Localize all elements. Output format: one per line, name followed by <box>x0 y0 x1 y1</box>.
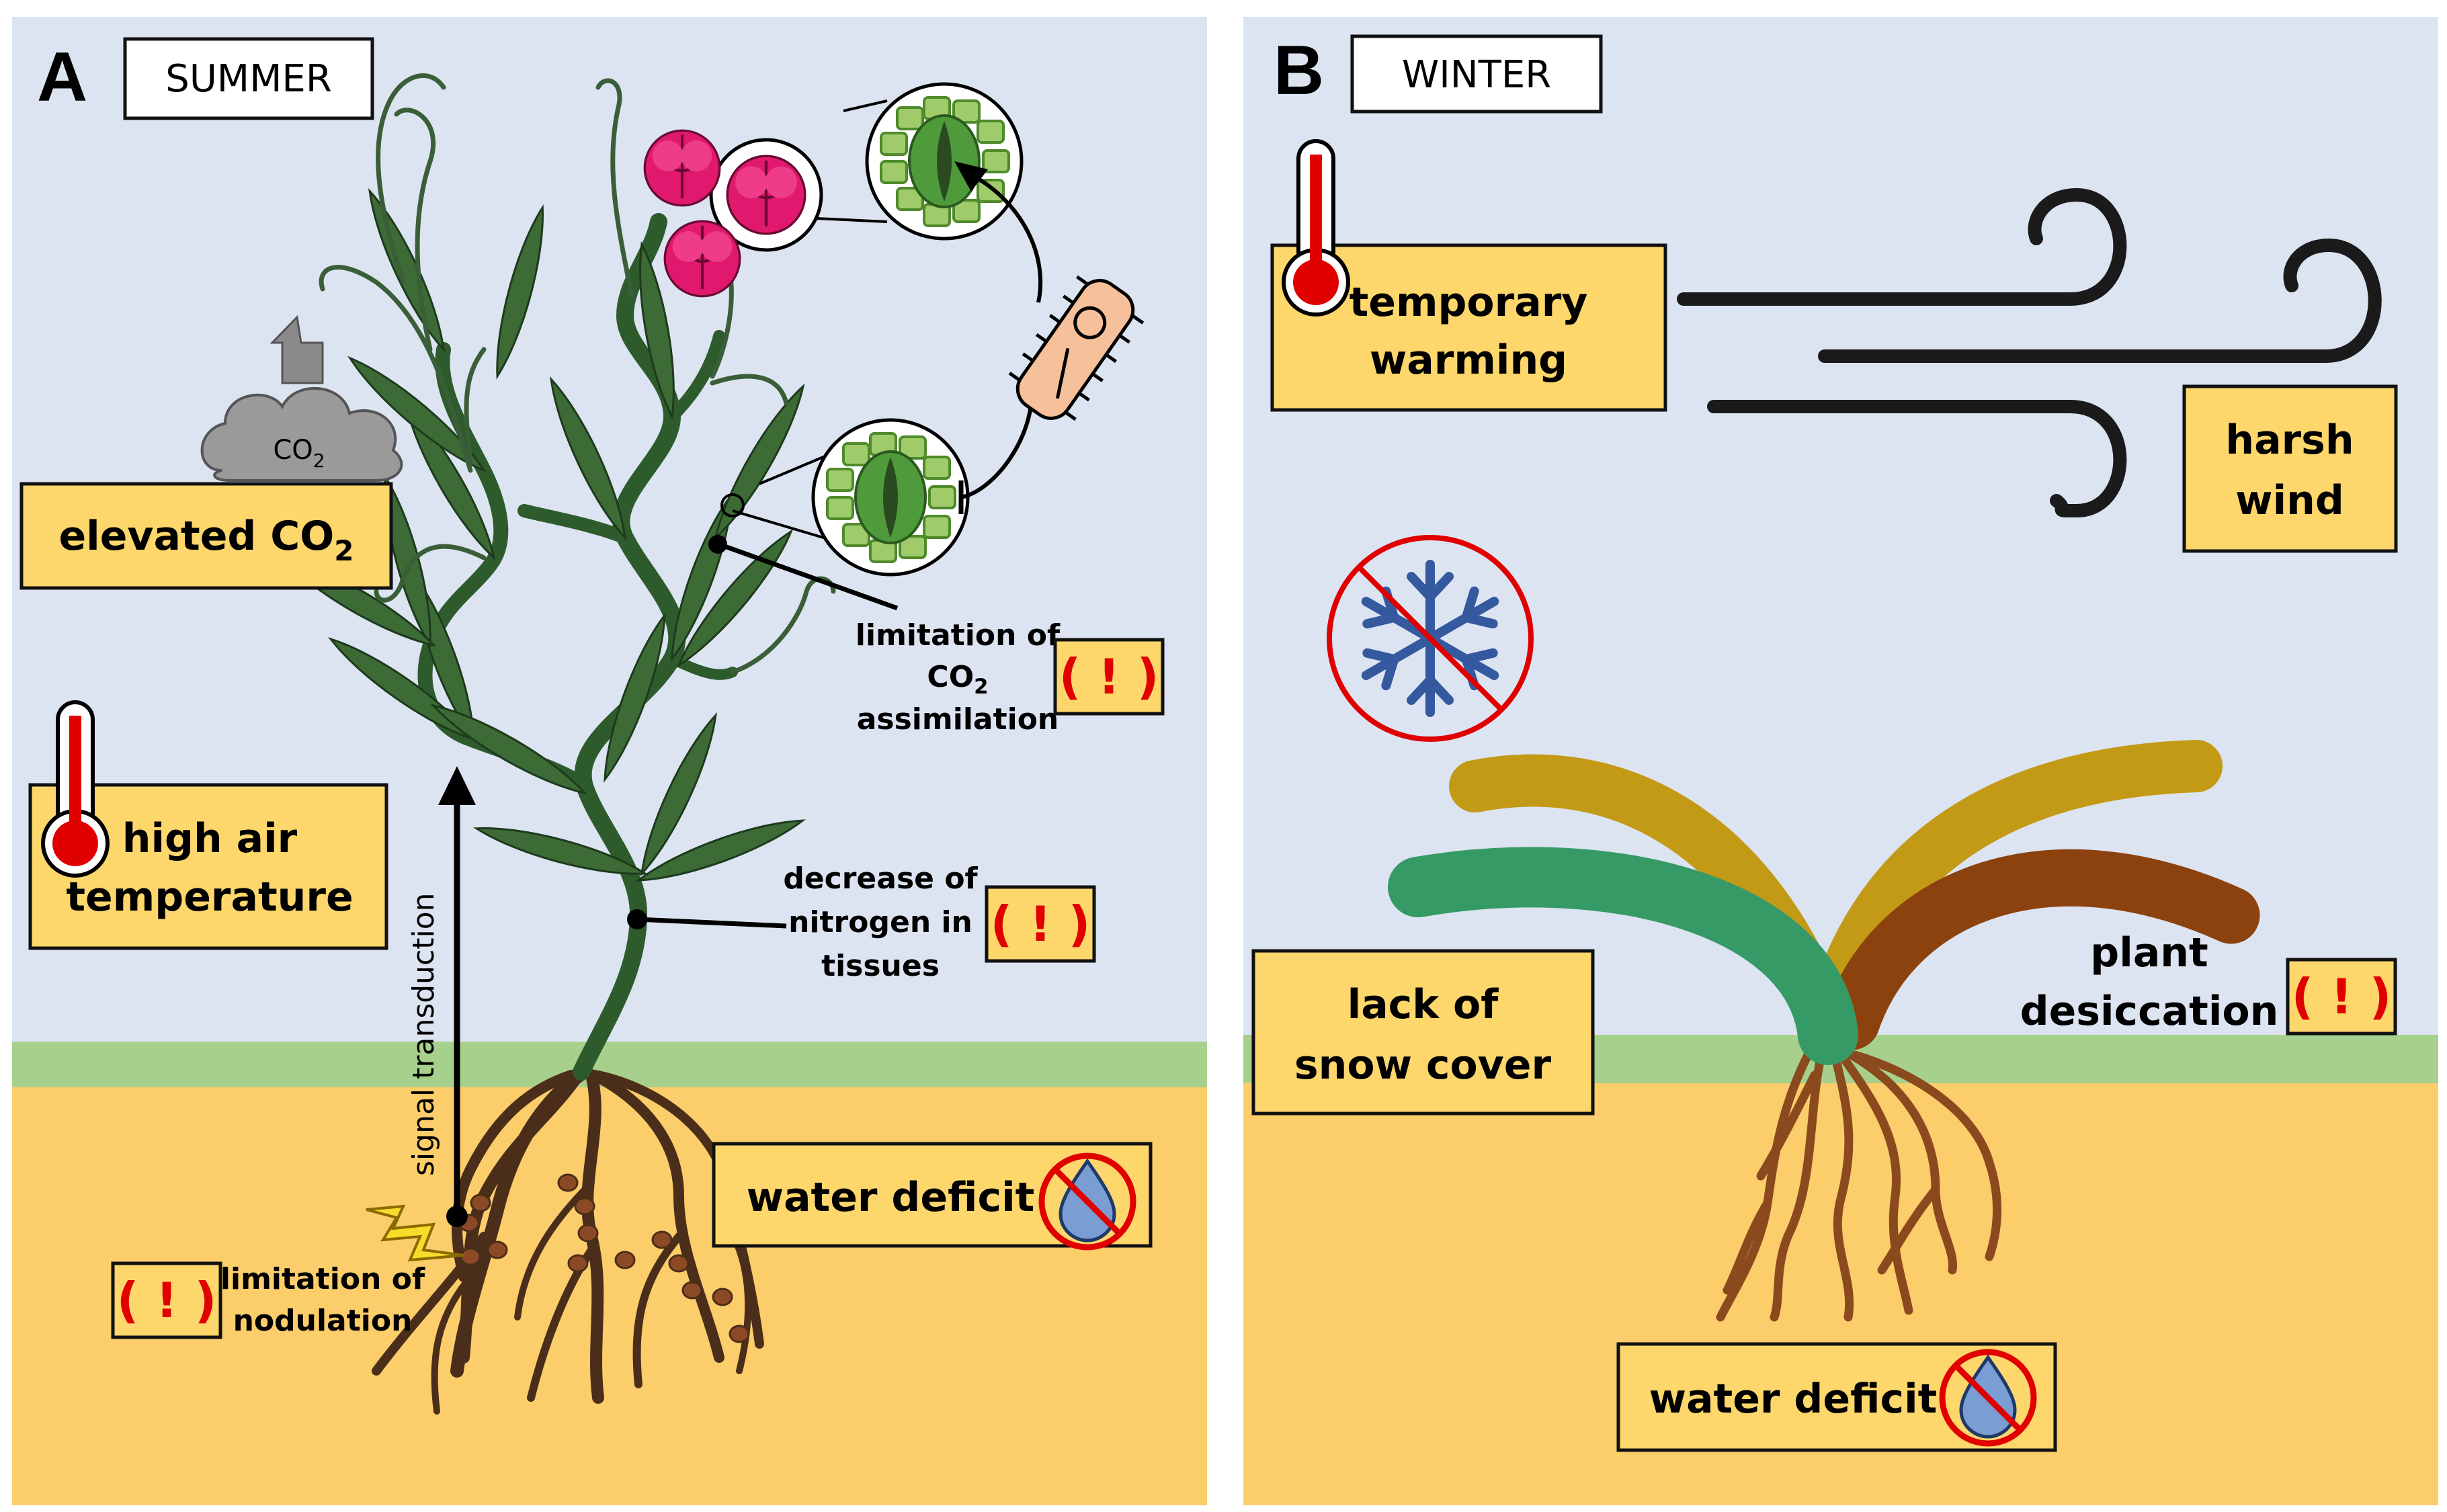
snow-cover-box <box>1251 949 1595 1116</box>
desiccation-line1: plant <box>2090 929 2208 976</box>
co2-limit-line3: assimilation <box>857 702 1059 737</box>
bacterium-icon <box>954 161 1145 514</box>
season-box-winter <box>1350 34 1603 114</box>
signal-transduction-label: signal transduction <box>407 892 441 1176</box>
panel-b-winter: B WINTER temporary warming harsh wind <box>1243 17 2438 1505</box>
snow-cover-line1: lack of <box>1347 981 1499 1028</box>
season-label-winter: WINTER <box>1402 53 1551 97</box>
flower-icon <box>645 130 823 296</box>
snowflake-prohibited-icon <box>1327 535 1534 742</box>
winter-roots <box>1716 1050 2001 1322</box>
panel-a-summer: A SUMMER <box>12 17 1207 1505</box>
lightning-icon <box>366 1204 464 1262</box>
panel-letter-a: A <box>37 38 87 116</box>
stomata-icon <box>720 84 1022 575</box>
temporary-warming-line2: warming <box>1370 337 1567 384</box>
co2-limit-line1: limitation of <box>856 618 1061 653</box>
temporary-warming-line1: temporary <box>1350 279 1588 326</box>
co2-cloud-label: CO2 <box>273 435 325 472</box>
high-air-temp-line2: temperature <box>66 874 353 921</box>
warning-sign: ( ! ) <box>2292 968 2392 1025</box>
water-deficit-label-a: water deficit <box>747 1174 1035 1221</box>
elevated-co2-label: elevated CO2 <box>58 513 354 567</box>
co2-limit-line2: CO2 <box>927 660 988 699</box>
panel-letter-b: B <box>1274 32 1324 110</box>
wind-icon <box>1677 187 2382 518</box>
co2-cloud-icon: CO2 <box>200 314 403 482</box>
callout-line <box>718 542 899 611</box>
elevated-co2-box <box>19 482 393 590</box>
callout-line <box>636 917 787 929</box>
nodulation-line1: limitation of <box>220 1262 425 1296</box>
winter-plant <box>1388 740 2260 1065</box>
snow-cover-line2: snow cover <box>1294 1042 1552 1089</box>
nitrogen-line2: nitrogen in <box>788 905 972 939</box>
signal-transduction-arrow: signal transduction <box>407 766 476 1227</box>
nodulation-line2: nodulation <box>233 1304 413 1338</box>
nitrogen-line3: tissues <box>821 949 940 983</box>
water-drop-prohibited-icon <box>1038 1152 1136 1251</box>
harsh-wind-line2: wind <box>2235 477 2344 524</box>
desiccation-line2: desiccation <box>2020 988 2279 1035</box>
nitrogen-line1: decrease of <box>783 862 978 896</box>
water-deficit-label-b: water deficit <box>1649 1376 1938 1423</box>
harsh-wind-box <box>2182 384 2398 553</box>
high-air-temp-line1: high air <box>122 815 298 862</box>
water-drop-prohibited-icon <box>1939 1349 2037 1447</box>
season-label-summer: SUMMER <box>165 57 331 101</box>
season-box-summer <box>123 37 374 120</box>
harsh-wind-line1: harsh <box>2225 417 2354 464</box>
